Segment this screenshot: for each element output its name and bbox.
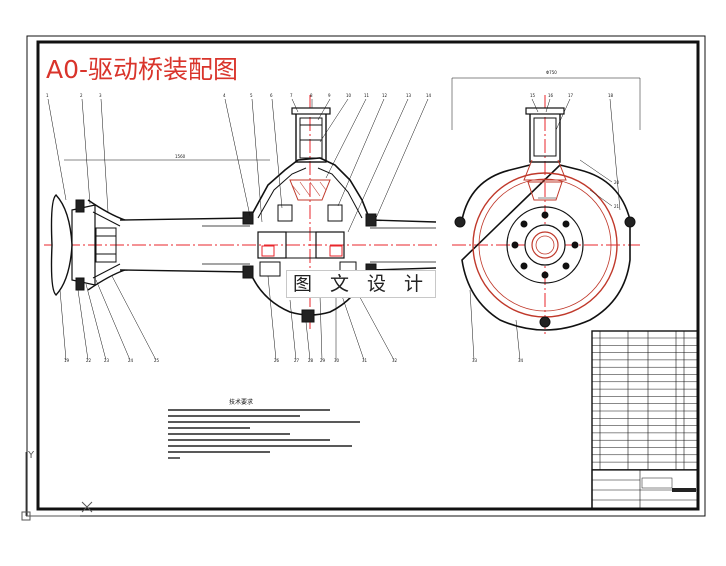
balloon-number: 24 (128, 358, 134, 363)
balloon-number: 23 (104, 358, 110, 363)
axle-section-view: 1560 (44, 95, 438, 361)
balloon-number: 14 (426, 93, 432, 98)
balloon-number: 34 (518, 358, 524, 363)
balloon-number: 9 (328, 93, 331, 98)
balloon-number: 1 (46, 93, 49, 98)
balloon-number: 33 (472, 358, 478, 363)
balloon-number: 28 (308, 358, 314, 363)
balloon-number: 17 (568, 93, 574, 98)
balloon-number: 20 (614, 180, 620, 185)
svg-text:Φ750: Φ750 (546, 70, 557, 75)
balloon-number: 12 (382, 93, 388, 98)
balloon-number: 13 (406, 93, 412, 98)
balloon-row-bottom: 19 22 23 24 25 26 27 28 29 30 31 32 33 34 (64, 358, 524, 363)
balloon-number: 5 (250, 93, 253, 98)
parts-list-table (591, 330, 699, 510)
watermark-text: 图 文 设 计 (286, 270, 436, 298)
balloon-number: 30 (334, 358, 340, 363)
balloon-number: 19 (64, 358, 70, 363)
drawing-title: A0-驱动桥装配图 (46, 55, 239, 84)
balloon-number: 29 (320, 358, 326, 363)
balloon-number: 10 (346, 93, 352, 98)
balloon-number: 7 (290, 93, 293, 98)
balloon-number: 22 (86, 358, 92, 363)
balloon-number: 11 (364, 93, 370, 98)
balloon-number: 25 (154, 358, 160, 363)
balloon-number: 2 (80, 93, 83, 98)
balloon-number: 26 (274, 358, 280, 363)
technical-notes-title: 技术要求 (229, 399, 254, 406)
technical-notes (168, 409, 360, 459)
ucs-y-label: Y (27, 450, 35, 461)
side-view: Φ750 (451, 70, 641, 361)
balloon-number: 18 (608, 93, 614, 98)
balloon-number: 6 (270, 93, 273, 98)
ucs-icon (21, 452, 93, 521)
balloon-number: 31 (362, 358, 368, 363)
outer-border (26, 35, 706, 517)
svg-text:1560: 1560 (175, 154, 186, 159)
balloon-number: 32 (392, 358, 398, 363)
balloon-number: 15 (530, 93, 536, 98)
balloon-number: 3 (99, 93, 102, 98)
balloon-number: 27 (294, 358, 300, 363)
inner-border (36, 40, 700, 511)
balloon-number: 16 (548, 93, 554, 98)
balloon-row-top-right: 15 16 17 18 (530, 93, 614, 98)
balloon-number: 21 (614, 204, 620, 209)
balloon-number: 4 (223, 93, 226, 98)
balloon-number: 8 (310, 93, 313, 98)
